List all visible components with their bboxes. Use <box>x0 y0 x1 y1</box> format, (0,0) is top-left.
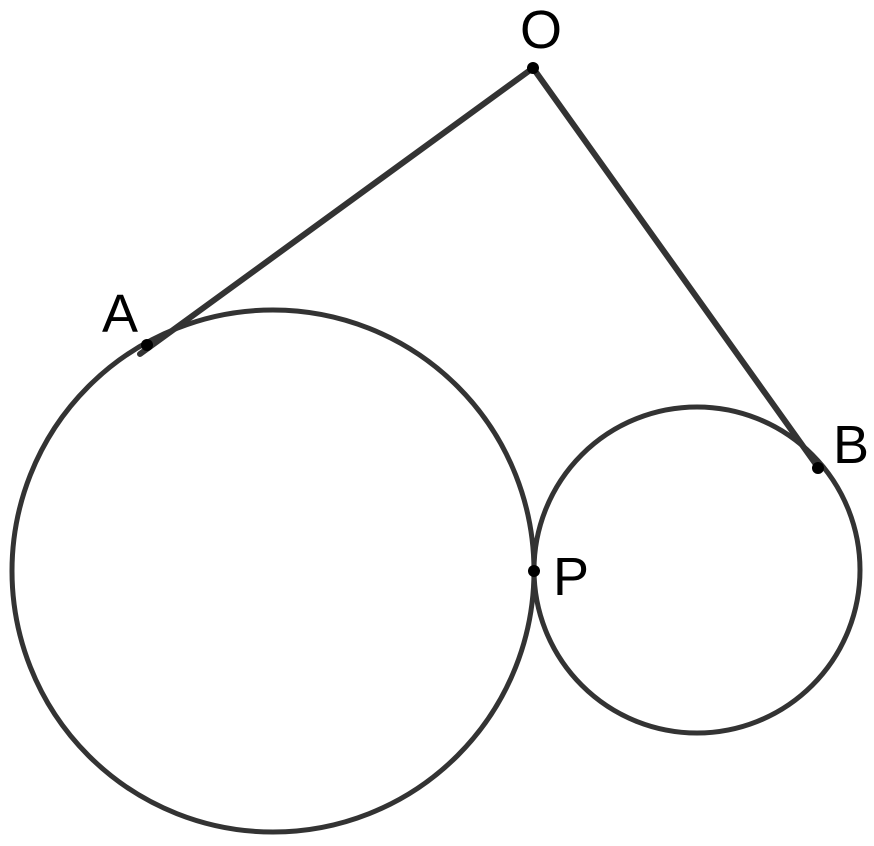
tangent-line-oa <box>137 65 536 357</box>
point-o-marker <box>527 62 539 74</box>
point-b-marker <box>812 462 824 474</box>
point-label-a: A <box>102 284 138 344</box>
large-circle <box>9 307 537 835</box>
tangent-line-ob <box>530 65 823 473</box>
point-p-marker <box>528 565 540 577</box>
point-label-b: B <box>833 415 869 475</box>
point-label-o: O <box>520 0 562 60</box>
point-label-p: P <box>553 547 589 607</box>
point-a-marker <box>141 339 153 351</box>
